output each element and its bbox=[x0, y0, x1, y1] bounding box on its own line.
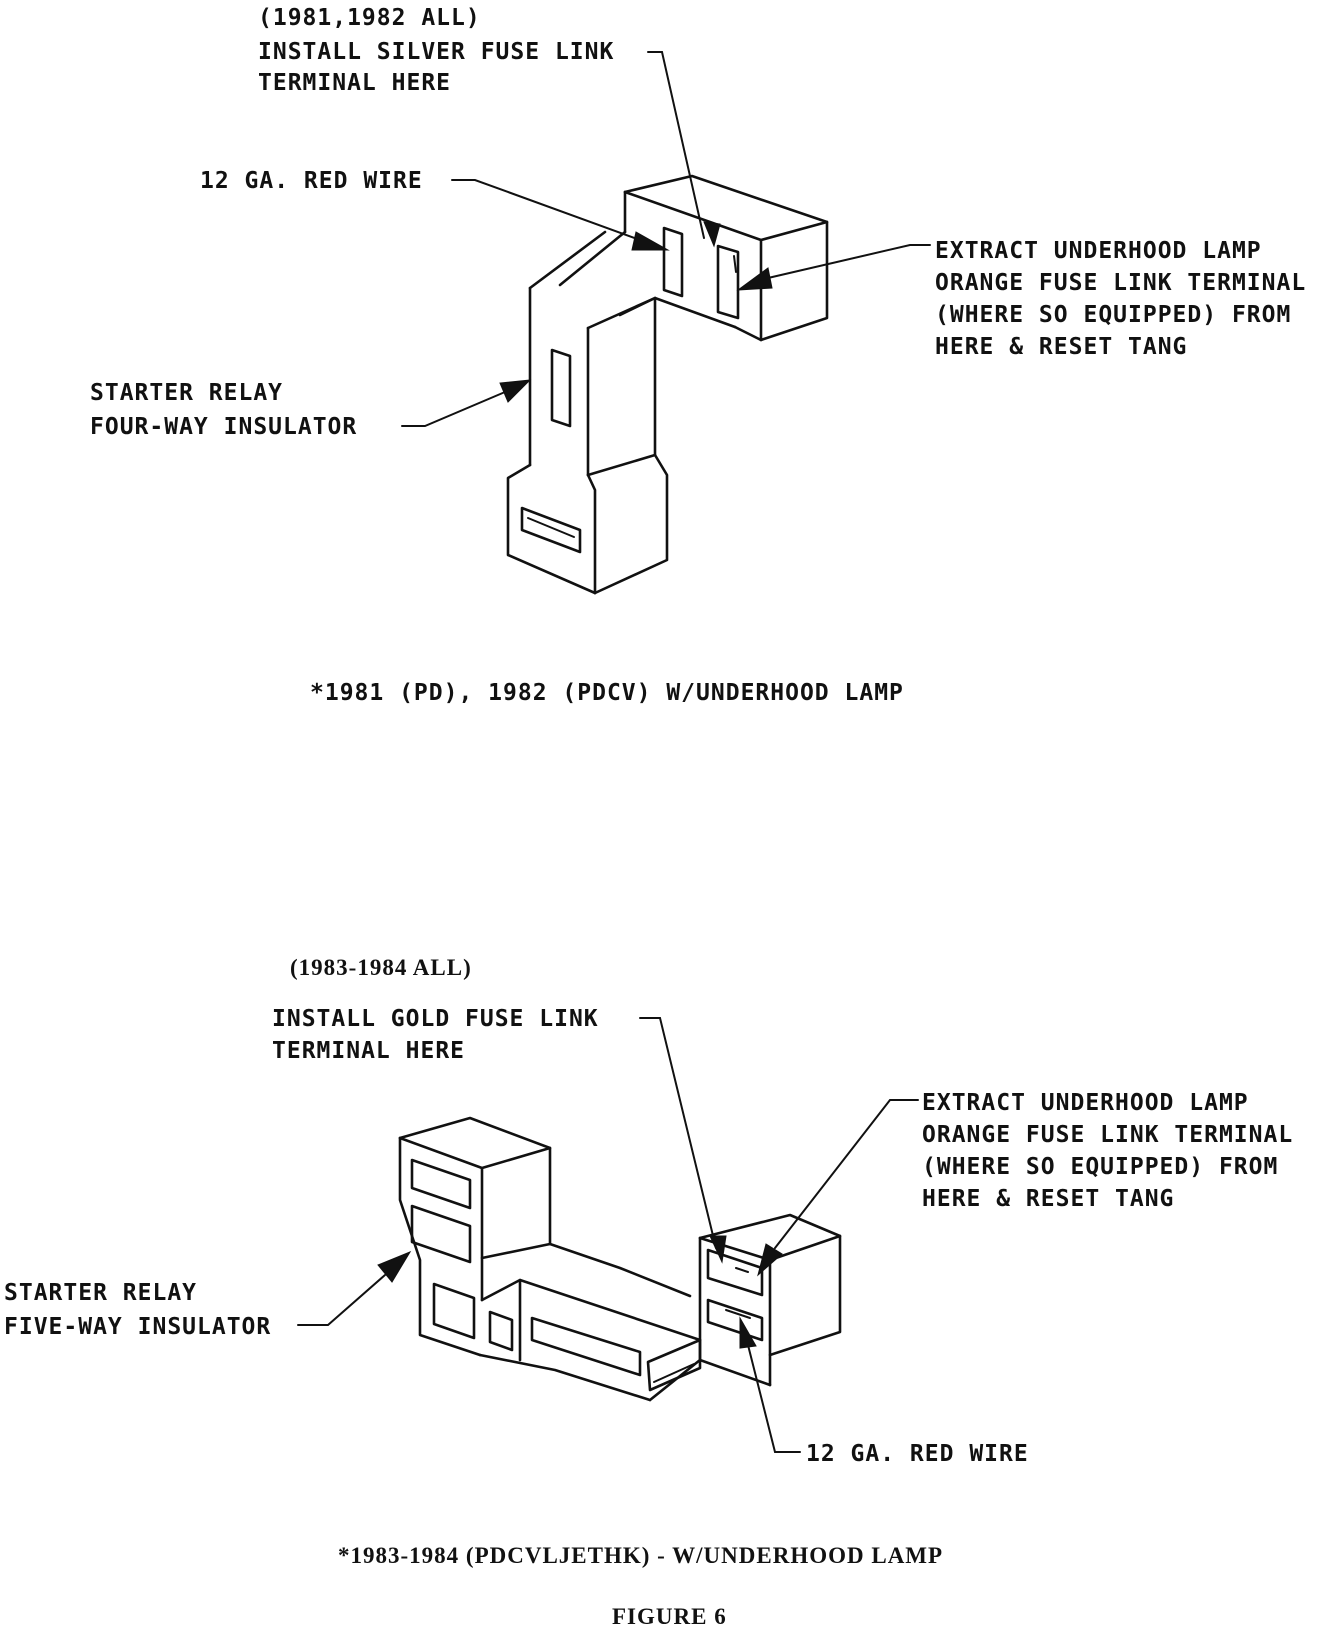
bottom-leader-lines bbox=[297, 1017, 919, 1453]
top-starter-line2: FOUR-WAY INSULATOR bbox=[90, 414, 357, 440]
red-wire-arrowhead-bottom bbox=[739, 1316, 757, 1349]
top-caption: *1981 (PD), 1982 (PDCV) W/UNDERHOOD LAMP bbox=[310, 680, 904, 706]
starter-leader-top bbox=[401, 391, 506, 427]
bottom-caption: *1983-1984 (PDCVLJETHK) - W/UNDERHOOD LA… bbox=[338, 1543, 943, 1568]
top-extract-line4: HERE & RESET TANG bbox=[935, 334, 1187, 360]
bottom-install-line2: TERMINAL HERE bbox=[272, 1038, 465, 1064]
install-silver-leader bbox=[647, 51, 705, 239]
four-way-insulator-drawing bbox=[506, 174, 829, 595]
bottom-year-note: (1983-1984 ALL) bbox=[290, 955, 472, 980]
top-extract-line2: ORANGE FUSE LINK TERMINAL bbox=[935, 270, 1306, 296]
top-starter-line1: STARTER RELAY bbox=[90, 380, 283, 406]
starter-arrowhead-bottom bbox=[377, 1250, 412, 1283]
extract-arrowhead-bottom bbox=[757, 1243, 783, 1277]
top-install-line2: TERMINAL HERE bbox=[258, 70, 451, 96]
bottom-extract-line1: EXTRACT UNDERHOOD LAMP bbox=[922, 1090, 1249, 1116]
top-year-note: (1981,1982 ALL) bbox=[258, 5, 481, 31]
red-wire-arrowhead-top bbox=[631, 231, 670, 251]
extract-arrowhead-top bbox=[736, 267, 773, 291]
top-extract-line3: (WHERE SO EQUIPPED) FROM bbox=[935, 302, 1291, 328]
extract-leader-top bbox=[767, 244, 931, 279]
starter-arrowhead-top bbox=[499, 379, 532, 403]
bottom-extract-line4: HERE & RESET TANG bbox=[922, 1186, 1174, 1212]
install-gold-leader bbox=[639, 1017, 717, 1249]
red-wire-leader-top bbox=[451, 179, 641, 241]
red-wire-leader-bottom bbox=[747, 1344, 801, 1453]
bottom-extract-line3: (WHERE SO EQUIPPED) FROM bbox=[922, 1154, 1278, 1180]
bottom-starter-line2: FIVE-WAY INSULATOR bbox=[4, 1314, 271, 1340]
extract-leader-bottom bbox=[774, 1099, 919, 1249]
top-install-line1: INSTALL SILVER FUSE LINK bbox=[258, 39, 614, 65]
bottom-install-line1: INSTALL GOLD FUSE LINK bbox=[272, 1006, 599, 1032]
figure-label: FIGURE 6 bbox=[612, 1604, 727, 1629]
bottom-starter-line1: STARTER RELAY bbox=[4, 1280, 197, 1306]
bottom-extract-line2: ORANGE FUSE LINK TERMINAL bbox=[922, 1122, 1293, 1148]
bottom-red-wire-label: 12 GA. RED WIRE bbox=[806, 1441, 1029, 1467]
top-leader-lines bbox=[401, 51, 931, 427]
install-silver-arrowhead bbox=[703, 221, 721, 248]
starter-leader-bottom bbox=[297, 1274, 386, 1326]
install-gold-arrowhead bbox=[709, 1235, 727, 1264]
top-red-wire-label: 12 GA. RED WIRE bbox=[200, 168, 423, 194]
top-extract-line1: EXTRACT UNDERHOOD LAMP bbox=[935, 238, 1262, 264]
